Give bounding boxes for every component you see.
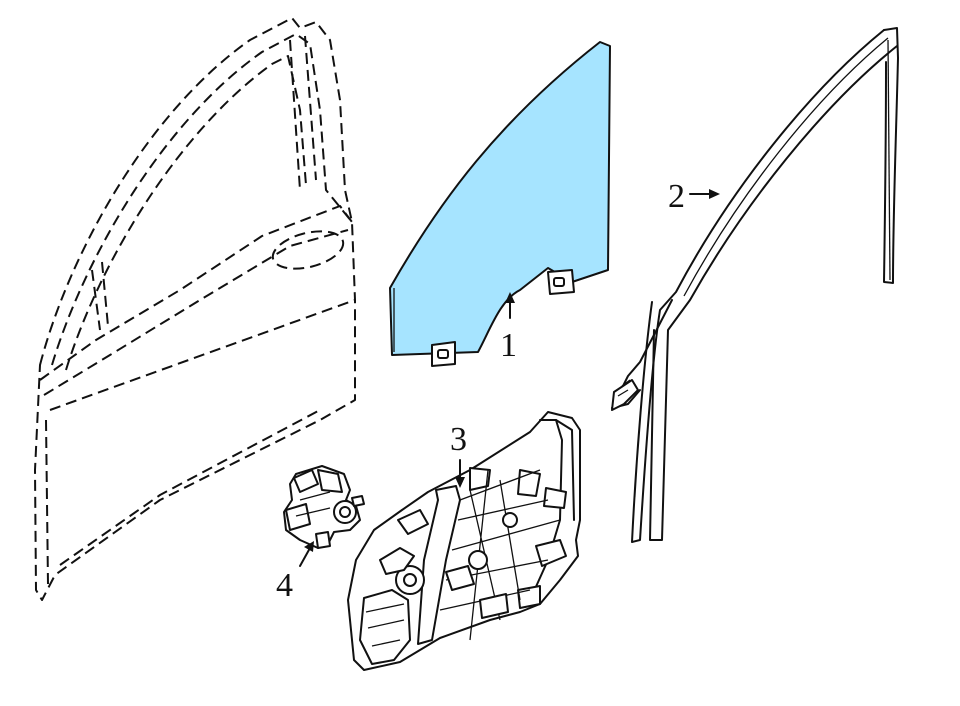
callout-2-label: 2 <box>668 178 685 215</box>
glass-mounting-tab-left <box>431 341 456 367</box>
arrow-regulator <box>455 459 465 488</box>
arrow-glass <box>505 292 515 319</box>
door-glass[interactable] <box>389 41 611 367</box>
glass-mounting-tab-right <box>547 269 575 295</box>
callout-1-label: 1 <box>500 327 517 364</box>
callout-4-label: 4 <box>276 567 293 604</box>
callout-arrows <box>299 189 720 567</box>
arrow-run-channel <box>689 189 720 199</box>
arrow-motor <box>299 541 314 567</box>
glass-run-channel[interactable] <box>611 27 899 543</box>
window-regulator[interactable] <box>347 411 581 671</box>
window-motor[interactable] <box>283 465 365 549</box>
callout-3-label: 3 <box>450 421 467 458</box>
door-shell-outline <box>34 17 356 601</box>
